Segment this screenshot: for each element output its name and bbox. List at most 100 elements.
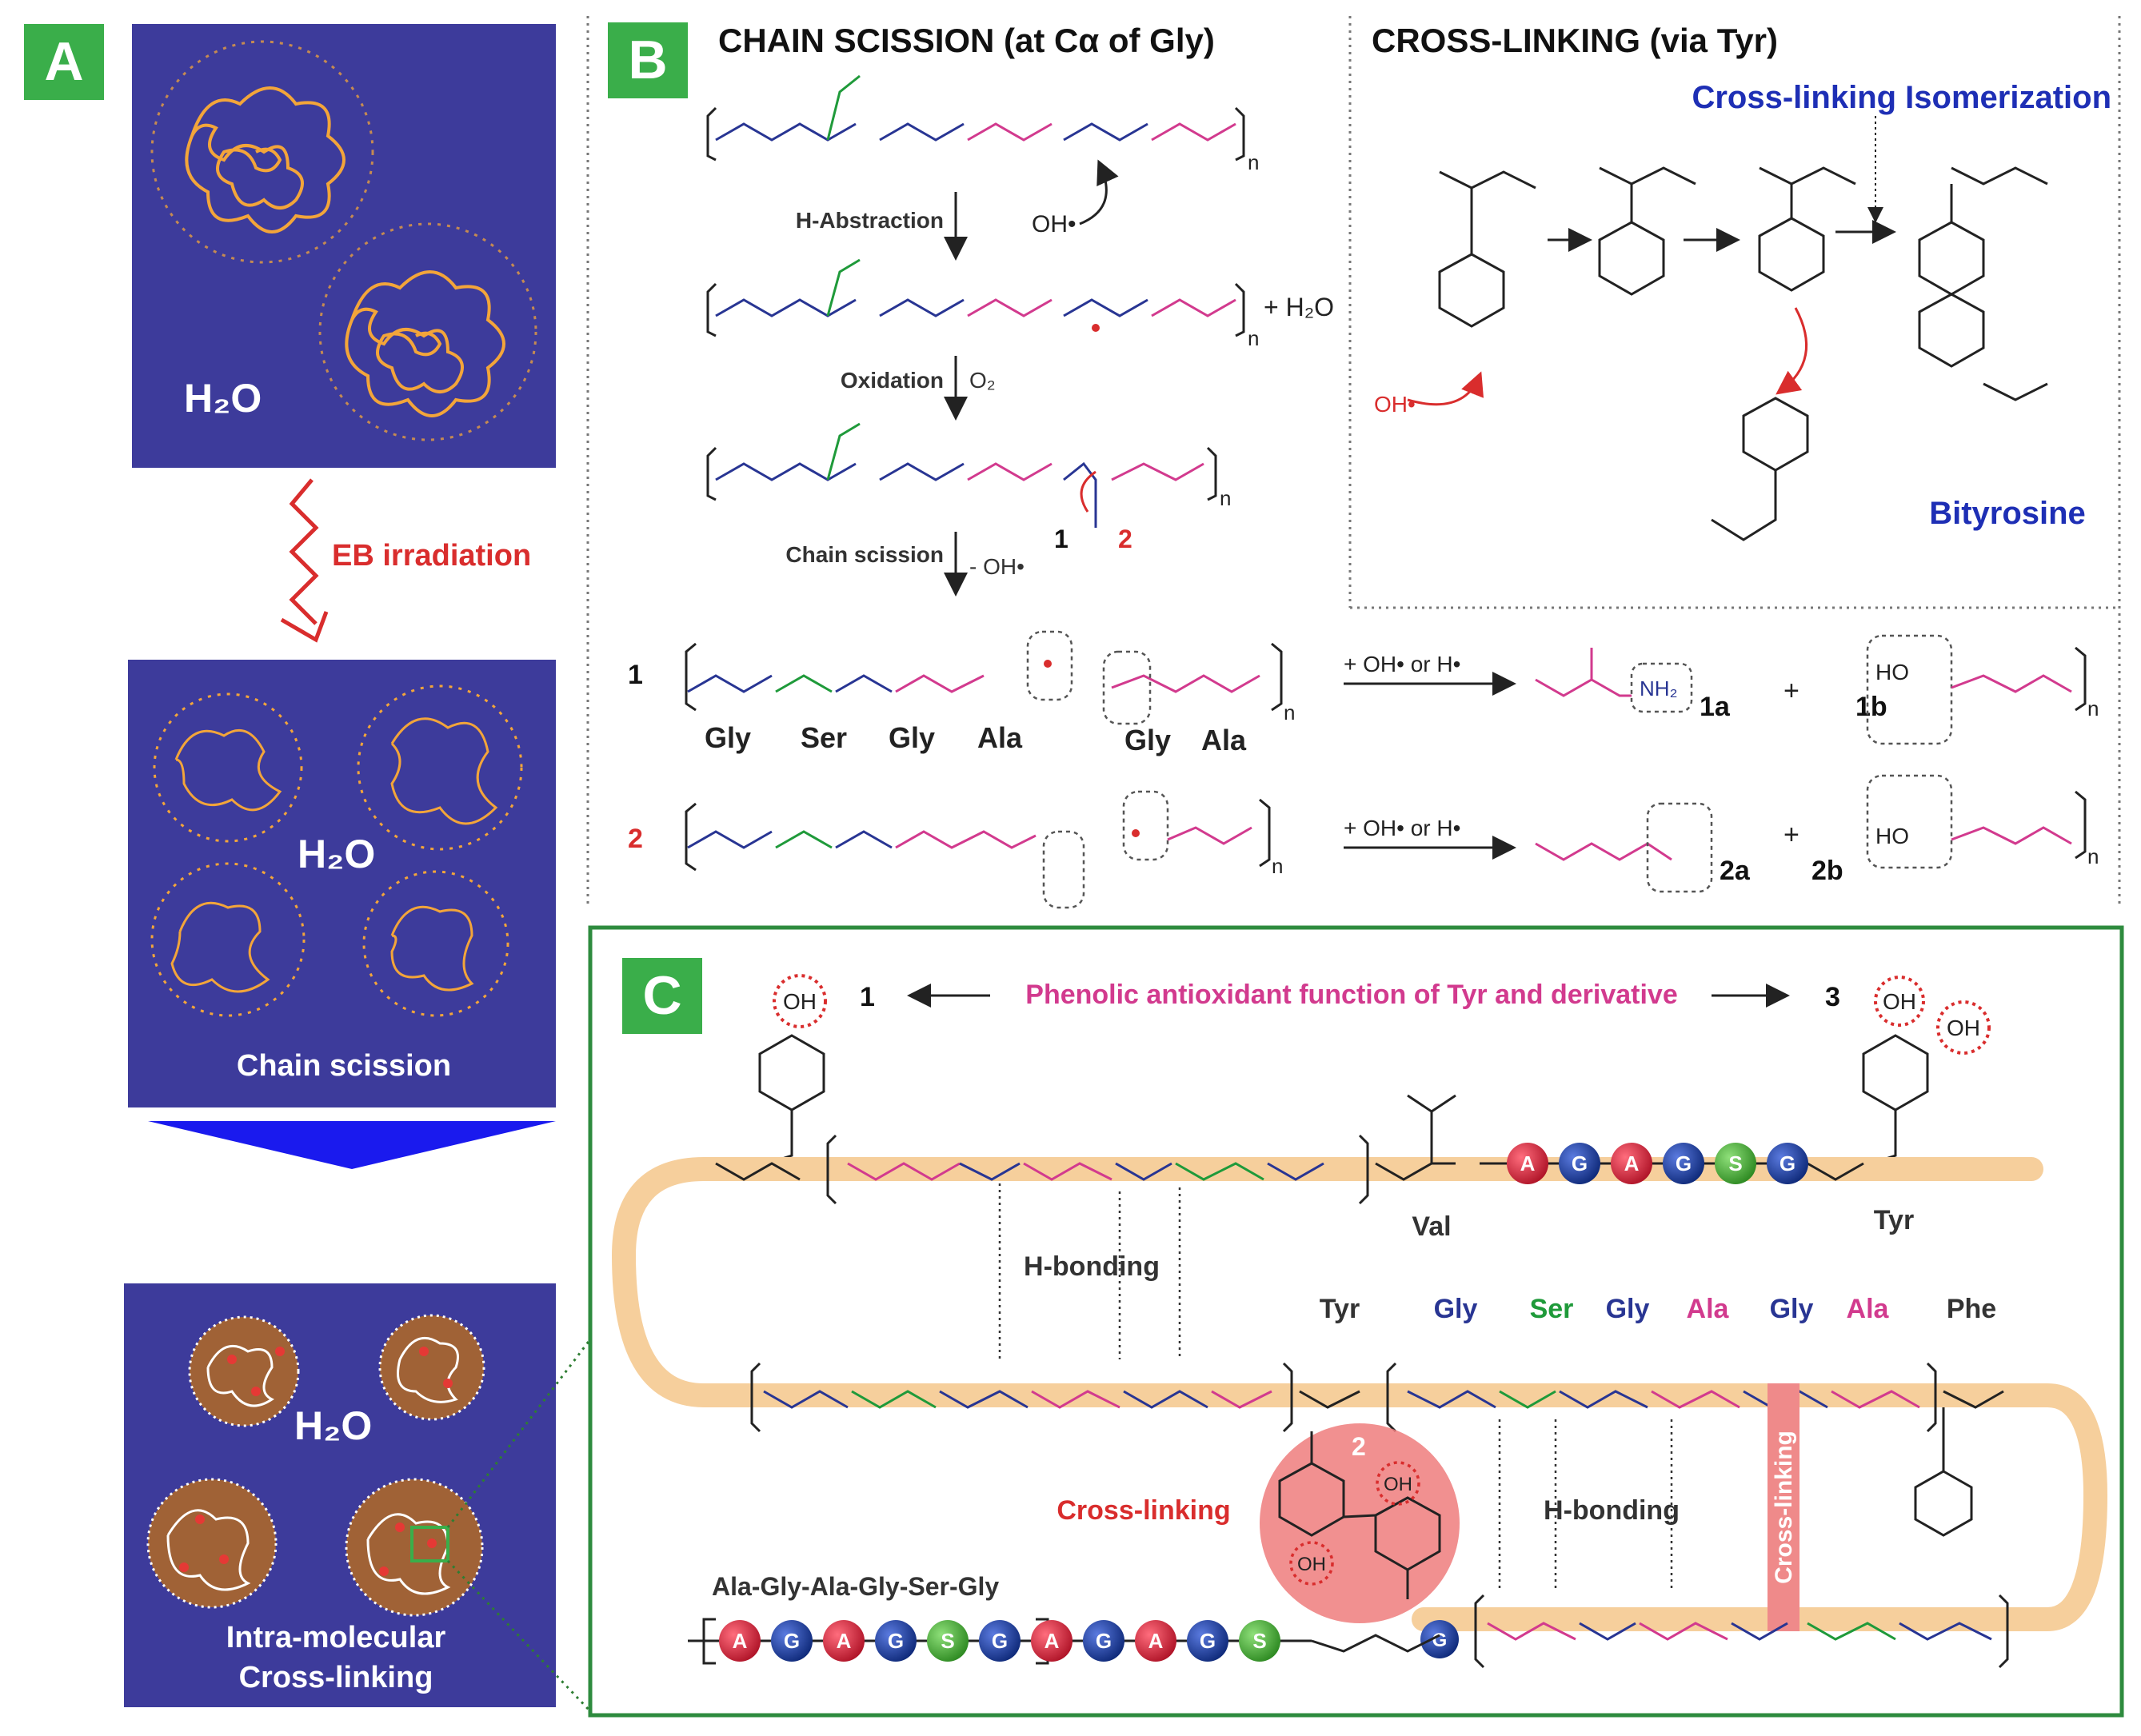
- solution-box-middle: [128, 660, 556, 1107]
- bottom-bead-2: [771, 1620, 813, 1662]
- bityrosine-structure: [1278, 1431, 1441, 1599]
- tyr-3-sidechain: [1871, 1110, 1897, 1165]
- middle-residue-ser: Ser: [1530, 1294, 1574, 1324]
- phe-ring: [1914, 1470, 1973, 1537]
- h-bonding-bottom-label: H-bonding: [1544, 1495, 1680, 1526]
- scission-chain-2: [706, 258, 1245, 337]
- crosslinking-label-1: Intra-molecular: [226, 1621, 446, 1654]
- bottom-end-bead: [1420, 1620, 1459, 1658]
- middle-residue-phe: Phe: [1947, 1294, 1996, 1324]
- plus-water: + H₂O: [1264, 293, 1334, 321]
- fragment-row-2-right: [1167, 798, 1271, 868]
- tyrosine-mechanism: [1438, 166, 2048, 541]
- top-bead-label-4: G: [1676, 1151, 1692, 1175]
- product-2a-highlight: [1646, 802, 1713, 893]
- row-2-number: 2: [628, 824, 643, 854]
- bottom-end-bead-label: G: [1432, 1630, 1448, 1651]
- nh2-label: NH₂: [1640, 676, 1678, 700]
- chain-scission-step-label: Chain scission: [785, 542, 944, 567]
- panel-c-frame: [588, 925, 2124, 1718]
- top-chain: [715, 1094, 1864, 1205]
- panel-a-label: A: [44, 31, 83, 92]
- panel-c: C Phenolic antioxidant function of Tyr a…: [588, 925, 2124, 1718]
- middle-residue-gly-1: Gly: [1434, 1294, 1478, 1324]
- oh-label-1: OH: [783, 989, 817, 1014]
- oh-highlight-1: [773, 974, 827, 1028]
- fragment-1-highlight-n: [1026, 630, 1073, 701]
- h-abstraction-label: H-Abstraction: [796, 208, 944, 233]
- bottom-bead-4: [875, 1620, 917, 1662]
- crosslink-bar: [1768, 1383, 1799, 1631]
- cross-linking-label: Cross-linking: [1057, 1495, 1230, 1526]
- oh-radical-tyr: OH•: [1374, 392, 1416, 417]
- product-2b-structure: [1951, 790, 2087, 860]
- bityr-oh-2: OH: [1297, 1554, 1326, 1575]
- minus-oh-label: - OH•: [969, 554, 1025, 579]
- residue-labels-row-1: Gly Ser Gly Ala Gly Ala: [705, 721, 1247, 756]
- bottom-bead-label-6: G: [992, 1629, 1008, 1653]
- top-bead-5: [1715, 1143, 1756, 1184]
- bityr-oh-highlight-2: [1289, 1541, 1334, 1586]
- bottom-bead-3: [823, 1620, 865, 1662]
- pathway-2-label: 2: [1118, 525, 1132, 553]
- h-bonding-top-label: H-bonding: [1024, 1251, 1160, 1282]
- panel-b-label: B: [628, 30, 667, 90]
- row-1-n: n: [1284, 700, 1295, 724]
- panel-c-label: C: [642, 965, 681, 1026]
- bityrosine-number: 2: [1352, 1432, 1366, 1461]
- residue-gly-2: Gly: [889, 721, 935, 754]
- irradiation-zigzag: [289, 478, 319, 625]
- zoom-selection-box: [410, 1526, 449, 1562]
- plus-1: +: [1784, 676, 1799, 706]
- fragment-1-highlight-c: [1102, 650, 1152, 725]
- bottom-bead-6: [979, 1620, 1021, 1662]
- polymer-coil-1: [185, 86, 346, 233]
- ho-label-1b: HO: [1875, 660, 1909, 684]
- product-1a-label: 1a: [1700, 692, 1731, 722]
- bottom-bead-9: [1135, 1620, 1176, 1662]
- radical-dot-c: [1132, 829, 1140, 837]
- middle-residue-tyr: Tyr: [1320, 1294, 1360, 1324]
- scission-chain-1: [706, 74, 1245, 162]
- process-chevron: [148, 1121, 556, 1169]
- crosslink-bar-label: Cross-linking: [1771, 1431, 1797, 1584]
- ho-label-2b: HO: [1875, 824, 1909, 848]
- product-1b-label: 1b: [1855, 692, 1887, 722]
- crosslinked-particles: [146, 1314, 485, 1617]
- residue-gly-frag: Gly: [1124, 724, 1171, 756]
- top-bead-label-1: A: [1520, 1151, 1536, 1175]
- middle-residue-ala-2: Ala: [1847, 1294, 1890, 1324]
- bottom-bead-8: [1083, 1620, 1124, 1662]
- scission-curve: [1080, 470, 1096, 513]
- panel-b-label-box: [608, 22, 688, 98]
- tyr-ring-1: [758, 1034, 825, 1111]
- sequence-label: Ala-Gly-Ala-Gly-Ser-Gly: [712, 1572, 999, 1601]
- residue-ala-1: Ala: [977, 721, 1023, 754]
- scission-fragments: [150, 684, 523, 1017]
- bottom-bead-label-9: A: [1148, 1629, 1164, 1653]
- panel-c-label-box: [622, 958, 702, 1034]
- bottom-chain: [1474, 1594, 2009, 1669]
- water-label-middle: H₂O: [298, 832, 375, 876]
- scission-chain-3: [706, 422, 1217, 528]
- top-bead-label-2: G: [1572, 1151, 1588, 1175]
- residue-gly-1: Gly: [705, 721, 751, 754]
- compound-1-label: 1: [860, 982, 875, 1012]
- middle-residue-ala-1: Ala: [1687, 1294, 1730, 1324]
- plus-2: +: [1784, 820, 1799, 850]
- row-1-number: 1: [628, 660, 643, 690]
- chain-1-n: n: [1248, 150, 1259, 174]
- bityr-oh-1: OH: [1384, 1474, 1412, 1495]
- scission-title: CHAIN SCISSION (at Cα of Gly): [718, 22, 1215, 59]
- bityrosine-label: Bityrosine: [1929, 496, 2086, 531]
- radical-dot-n: [1044, 660, 1052, 668]
- top-bead-3: [1611, 1143, 1652, 1184]
- middle-residue-labels: Tyr Gly Ser Gly Ala Gly Ala Phe: [1320, 1294, 1996, 1324]
- oh-label-3a: OH: [1883, 989, 1916, 1014]
- product-1b-structure: [1951, 646, 2087, 712]
- bottom-bead-10: [1187, 1620, 1228, 1662]
- bityr-oh-highlight-1: [1376, 1461, 1420, 1506]
- oxidation-label: Oxidation: [841, 368, 944, 393]
